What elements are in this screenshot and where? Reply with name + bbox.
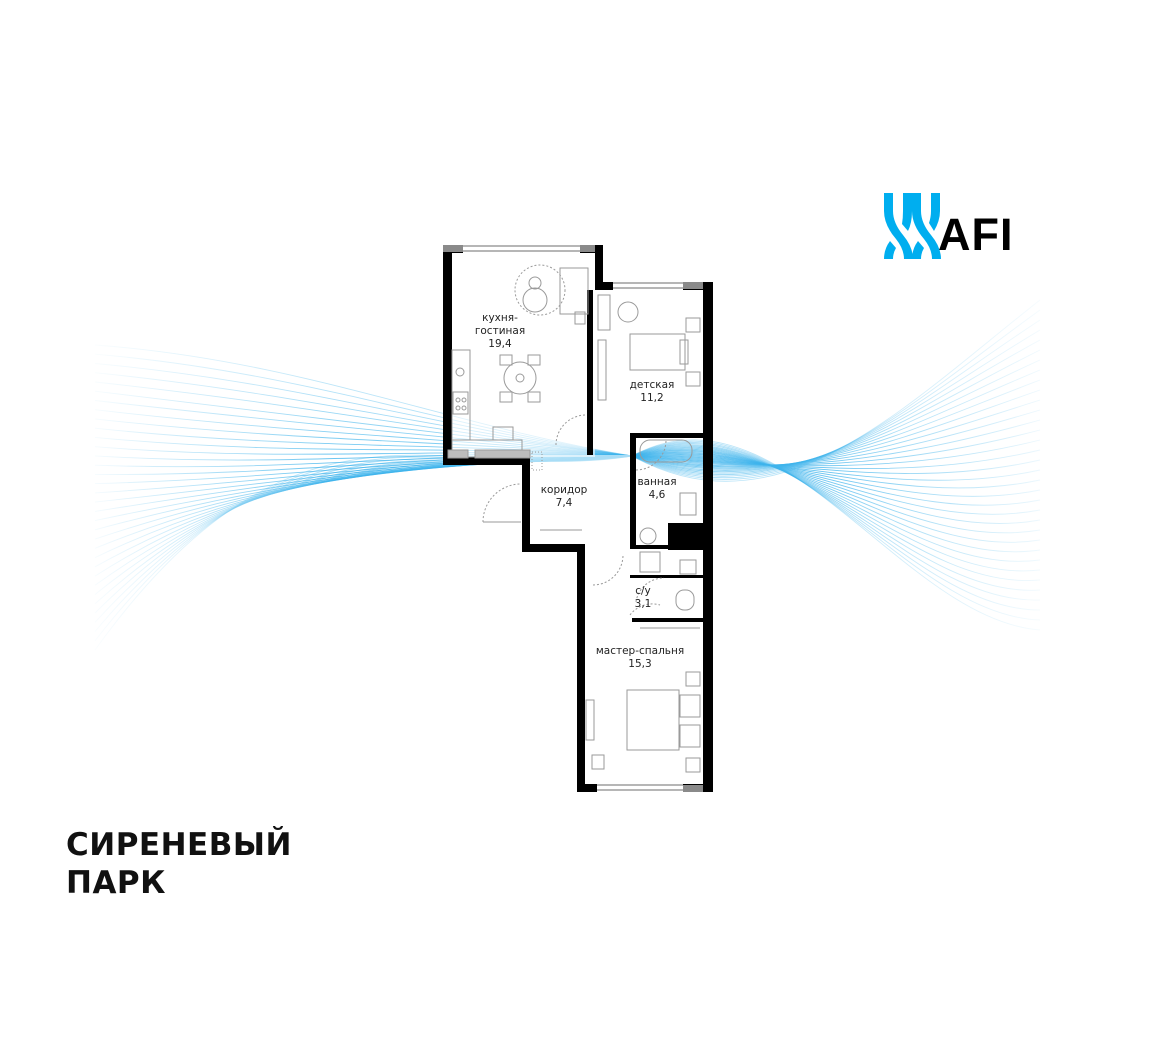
room-name-bathroom: ванная xyxy=(637,476,677,488)
room-label-kids: детская 11,2 xyxy=(622,379,682,405)
room-name-kitchen-line1: кухня- xyxy=(482,312,518,324)
apartment-plan xyxy=(443,245,713,792)
room-area-master-bedroom: 15,3 xyxy=(628,658,652,670)
walls xyxy=(443,245,713,792)
room-label-wc: с/у 3,1 xyxy=(628,585,658,611)
afi-logo-icon xyxy=(884,193,941,259)
room-name-kids: детская xyxy=(629,379,675,391)
room-name-kitchen-line2: гостиная xyxy=(474,325,526,337)
room-label-kitchen: кухня- гостиная 19,4 xyxy=(468,312,532,351)
room-name-wc: с/у xyxy=(635,585,651,597)
room-area-kids: 11,2 xyxy=(640,392,664,404)
project-title-line1: СИРЕНЕВЫЙ xyxy=(66,827,292,863)
room-name-master-bedroom: мастер-спальня xyxy=(595,645,685,657)
room-area-corridor: 7,4 xyxy=(555,497,573,509)
room-area-wc: 3,1 xyxy=(634,598,652,610)
project-title-line2: ПАРК xyxy=(66,865,166,901)
furniture xyxy=(447,264,701,773)
room-area-bathroom: 4,6 xyxy=(648,489,666,501)
room-label-master-bedroom: мастер-спальня 15,3 xyxy=(592,645,688,671)
room-label-bathroom: ванная 4,6 xyxy=(632,476,682,502)
project-title: СИРЕНЕВЫЙ ПАРК xyxy=(66,826,292,902)
afi-logo-text: AFI xyxy=(938,209,1014,260)
room-label-corridor: коридор 7,4 xyxy=(536,484,592,510)
room-area-kitchen: 19,4 xyxy=(488,338,512,350)
windows xyxy=(463,245,683,791)
room-name-corridor: коридор xyxy=(540,484,588,496)
